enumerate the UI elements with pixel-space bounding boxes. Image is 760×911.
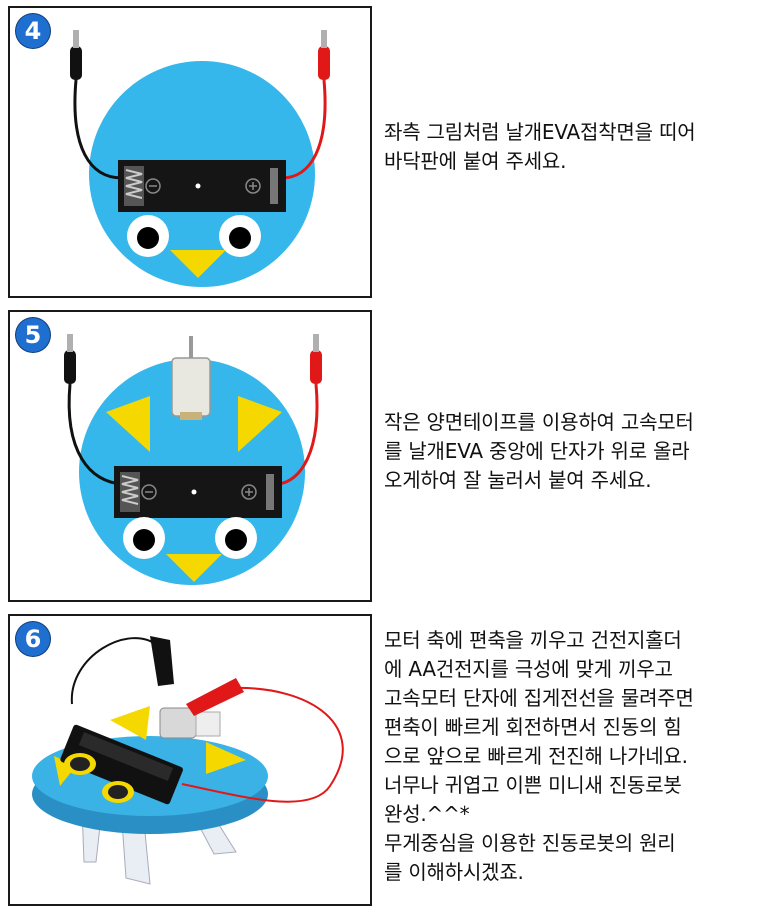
motor-icon — [171, 336, 211, 420]
black-wire — [67, 383, 123, 486]
step-5-text: 작은 양면테이프를 이용하여 고속모터 를 날개EVA 중앙에 단자가 위로 올… — [384, 410, 694, 492]
step-5-panel: 5 — [8, 310, 372, 602]
step-5-illustration — [64, 334, 322, 585]
alligator-clip-icon — [64, 334, 76, 384]
black-wire — [73, 79, 123, 180]
red-wire — [277, 383, 319, 486]
battery-holder-icon — [118, 160, 286, 212]
step-4-illustration — [70, 30, 330, 287]
right-wing — [206, 742, 246, 774]
step-4-panel: 4 — [8, 6, 372, 298]
step-number-badge: 6 — [16, 622, 50, 656]
left-wing — [106, 396, 150, 452]
alligator-clip-icon — [318, 30, 330, 80]
beak — [166, 554, 222, 582]
step-number-badge: 4 — [16, 14, 50, 48]
battery-holder-icon — [60, 724, 183, 805]
red-wire — [181, 686, 344, 803]
alligator-clip-icon — [150, 636, 174, 686]
step-number-badge: 5 — [16, 318, 50, 352]
step-6-illustration — [32, 636, 344, 885]
red-wire — [281, 79, 327, 180]
black-wire — [70, 637, 159, 705]
alligator-clip-icon — [186, 678, 244, 716]
alligator-clip-icon — [70, 30, 82, 80]
motor-icon — [159, 707, 221, 739]
step-6-text: 모터 축에 편축을 끼우고 건전지홀더 에 AA건전지를 극성에 맞게 끼우고 … — [384, 628, 694, 884]
step-6-panel: 6 — [8, 614, 372, 906]
alligator-clip-icon — [310, 334, 322, 384]
beak — [170, 250, 226, 278]
battery-holder-icon — [114, 466, 282, 518]
left-wing — [110, 706, 150, 740]
step-4-text: 좌측 그림처럼 날개EVA접착면을 띠어 바닥판에 붙여 주세요. — [384, 120, 696, 173]
right-wing — [238, 396, 282, 452]
